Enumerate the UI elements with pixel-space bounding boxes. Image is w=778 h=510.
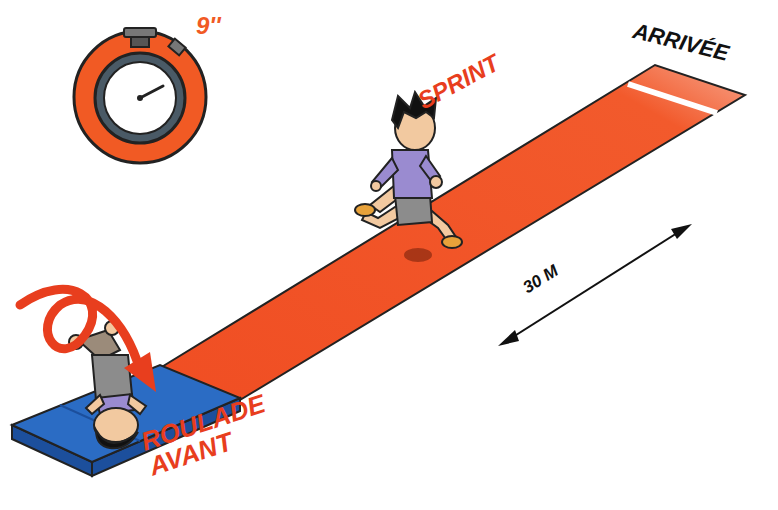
finish-line [628,84,717,113]
runner [355,92,462,248]
stopwatch [74,28,206,163]
runner-shadow [404,248,432,262]
dimension-arrow [498,224,692,346]
time-label: 9'' [196,14,276,38]
sprint-label: SPRINT [414,22,558,114]
sprint-track [160,65,745,400]
roll-arrow [20,289,156,392]
